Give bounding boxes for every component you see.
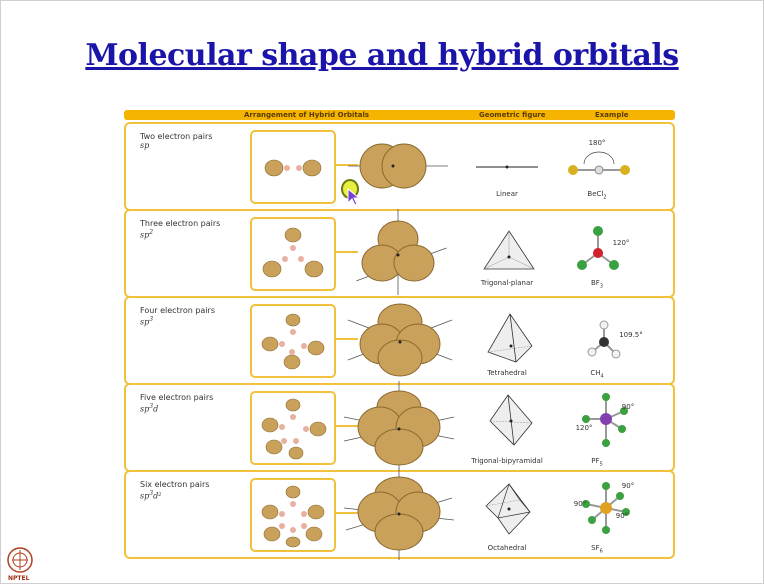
header-arrangement: Arrangement of Hybrid Orbitals bbox=[244, 110, 369, 120]
octahedral-figure bbox=[482, 482, 536, 536]
figure-caption: Trigonal-planar bbox=[457, 279, 557, 287]
bond-angle-label: 90° bbox=[571, 500, 589, 508]
table-header: Arrangement of Hybrid Orbitals Geometric… bbox=[124, 110, 675, 120]
hybrid-orbitals-table: Arrangement of Hybrid Orbitals Geometric… bbox=[124, 110, 675, 559]
pf5-model bbox=[580, 393, 632, 449]
mouse-cursor-icon bbox=[347, 188, 361, 206]
logo-label: NPTEL bbox=[8, 575, 29, 582]
table-row-sp3d: Five electron pairs sp3d bbox=[124, 383, 675, 472]
row-label: Four electron pairs sp3 bbox=[140, 306, 215, 327]
sp3-orbital-lobes bbox=[252, 306, 334, 376]
example-caption: BF3 bbox=[547, 279, 647, 289]
bond-angle-label: 90° bbox=[612, 512, 632, 520]
figure-caption: Trigonal-bipyramidal bbox=[457, 457, 557, 465]
hybrid-orbitals-image bbox=[250, 130, 336, 204]
hybridization-text: sp3 bbox=[140, 315, 215, 327]
table-row-sp2: Three electron pairs sp2 Trigonal-pla bbox=[124, 209, 675, 298]
bond-angle-label: 120° bbox=[608, 239, 634, 247]
pairs-text: Four electron pairs bbox=[140, 306, 215, 315]
bond-angle-label: 180° bbox=[562, 139, 632, 147]
hybrid-orbitals-image bbox=[250, 217, 336, 291]
figure-caption: Tetrahedral bbox=[457, 369, 557, 377]
hybrid-orbitals-image bbox=[250, 391, 336, 465]
sp3d-combined-orbital bbox=[354, 387, 444, 467]
nptel-logo-icon bbox=[6, 546, 34, 576]
tetrahedral-figure bbox=[486, 312, 534, 364]
slide-title: Molecular shape and hybrid orbitals bbox=[0, 38, 764, 73]
example-caption: SF6 bbox=[547, 544, 647, 554]
sp3d2-combined-orbital bbox=[354, 474, 444, 554]
bond-angle-label: 90° bbox=[618, 482, 638, 490]
sp-combined-orbital bbox=[358, 134, 438, 198]
pairs-text: Six electron pairs bbox=[140, 480, 209, 489]
figure-caption: Octahedral bbox=[457, 544, 557, 552]
example-caption: CH4 bbox=[547, 369, 647, 379]
sp3d-orbital-lobes bbox=[252, 393, 334, 463]
bond-angle-label: 90° bbox=[618, 403, 638, 411]
hybridization-text: sp2 bbox=[140, 228, 220, 240]
table-row-sp3d2: Six electron pairs sp3d² bbox=[124, 470, 675, 559]
row-label: Six electron pairs sp3d² bbox=[140, 480, 209, 501]
row-label: Five electron pairs sp3d bbox=[140, 393, 213, 414]
hybridization-text: sp bbox=[140, 141, 212, 150]
example-caption: BeCl2 bbox=[547, 190, 647, 200]
header-example: Example bbox=[595, 110, 628, 120]
trigonal-bipyramidal-figure bbox=[486, 393, 536, 449]
header-geometric: Geometric figure bbox=[479, 110, 546, 120]
sp3-combined-orbital bbox=[358, 300, 442, 380]
bond-angle-label: 120° bbox=[575, 424, 593, 432]
pairs-text: Three electron pairs bbox=[140, 219, 220, 228]
sp3d2-orbital-lobes bbox=[252, 480, 334, 550]
ch4-model bbox=[588, 320, 632, 360]
hybridization-text: sp3d bbox=[140, 402, 213, 414]
figure-caption: Linear bbox=[457, 190, 557, 198]
connector-line bbox=[336, 251, 358, 253]
row-label: Two electron pairs sp bbox=[140, 132, 212, 150]
sp-orbital-lobes bbox=[252, 132, 334, 202]
linear-figure bbox=[476, 162, 538, 172]
hybridization-text: sp3d² bbox=[140, 489, 209, 501]
example-caption: PF5 bbox=[547, 457, 647, 467]
table-row-sp3: Four electron pairs sp3 bbox=[124, 296, 675, 385]
sp2-orbital-lobes bbox=[252, 219, 334, 289]
hybrid-orbitals-image bbox=[250, 304, 336, 378]
table-row-sp: Two electron pairs sp Linear 180° B bbox=[124, 122, 675, 211]
pairs-text: Two electron pairs bbox=[140, 132, 212, 141]
pairs-text: Five electron pairs bbox=[140, 393, 213, 402]
hybrid-orbitals-image bbox=[250, 478, 336, 552]
row-label: Three electron pairs sp2 bbox=[140, 219, 220, 240]
connector-line bbox=[336, 338, 358, 340]
becl2-model bbox=[566, 144, 632, 180]
sp2-combined-orbital bbox=[358, 215, 438, 291]
bf3-model bbox=[576, 225, 632, 273]
trigonal-planar-figure bbox=[482, 229, 536, 273]
bond-angle-label: 109.5° bbox=[616, 331, 646, 339]
